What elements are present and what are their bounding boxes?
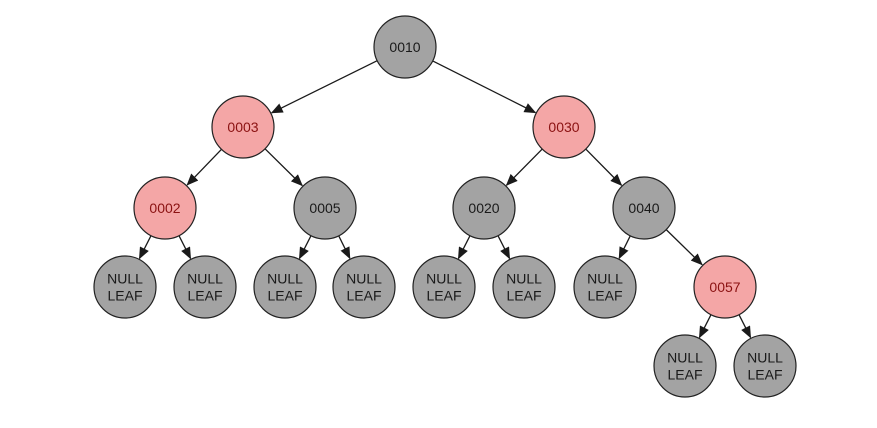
edge-n0030-n0040 [585,148,623,186]
edge-n0003-n0002 [186,148,222,186]
node-label: LEAF [506,288,541,304]
edge-n0040-n0057 [665,229,703,266]
node-label: 0010 [389,39,420,55]
edge-n0030-n0020 [505,148,543,186]
tree-node-n0030: 0030 [532,95,596,159]
edge-n0002-nl2 [178,235,192,260]
node-circle [253,255,317,319]
node-label: LEAF [267,288,302,304]
edge-n0003-n0005 [264,148,303,187]
node-label: 0005 [309,200,340,216]
node-label: 0040 [628,200,659,216]
edge-n0010-n0003 [270,60,378,114]
node-label: 0003 [227,119,258,135]
node-label: NULL [346,271,382,287]
node-label: NULL [506,271,542,287]
node-label: 0057 [709,279,740,295]
edge-n0010-n0030 [432,60,537,114]
node-label: NULL [426,271,462,287]
node-label: 0002 [149,200,180,216]
tree-node-n0005: 0005 [293,176,357,240]
edge-n0057-nl9 [738,314,752,339]
node-label: LEAF [667,367,702,383]
node-label: NULL [587,271,623,287]
edge-n0040-nl7 [618,235,631,260]
node-circle [211,95,275,159]
tree-node-n0020: 0020 [452,176,516,240]
node-circle [653,334,717,398]
node-label: LEAF [187,288,222,304]
edge-n0005-nl3 [298,235,312,260]
tree-node-n0010: 0010 [373,15,437,79]
node-circle [693,255,757,319]
node-label: LEAF [747,367,782,383]
node-label: NULL [747,350,783,366]
node-label: 0020 [468,200,499,216]
node-label: NULL [107,271,143,287]
tree-node-n0003: 0003 [211,95,275,159]
node-circle [612,176,676,240]
node-circle [412,255,476,319]
node-label: LEAF [346,288,381,304]
node-circle [373,15,437,79]
node-label: NULL [267,271,303,287]
edge-n0002-nl1 [138,235,152,260]
node-label: NULL [187,271,223,287]
node-circle [173,255,237,319]
node-circle [452,176,516,240]
edge-n0020-nl6 [497,235,511,260]
edge-n0057-nl8 [698,314,712,339]
node-label: LEAF [107,288,142,304]
tree-node-n0057: 0057 [693,255,757,319]
node-circle [93,255,157,319]
node-label: LEAF [587,288,622,304]
edge-n0020-nl5 [457,235,471,260]
edges-layer [138,60,752,339]
node-circle [573,255,637,319]
node-circle [133,176,197,240]
node-label: 0030 [548,119,579,135]
edge-n0005-nl4 [338,235,351,260]
node-circle [332,255,396,319]
node-circle [492,255,556,319]
node-circle [532,95,596,159]
tree-node-n0002: 0002 [133,176,197,240]
node-circle [733,334,797,398]
node-label: LEAF [426,288,461,304]
tree-node-n0040: 0040 [612,176,676,240]
node-label: NULL [667,350,703,366]
node-circle [293,176,357,240]
